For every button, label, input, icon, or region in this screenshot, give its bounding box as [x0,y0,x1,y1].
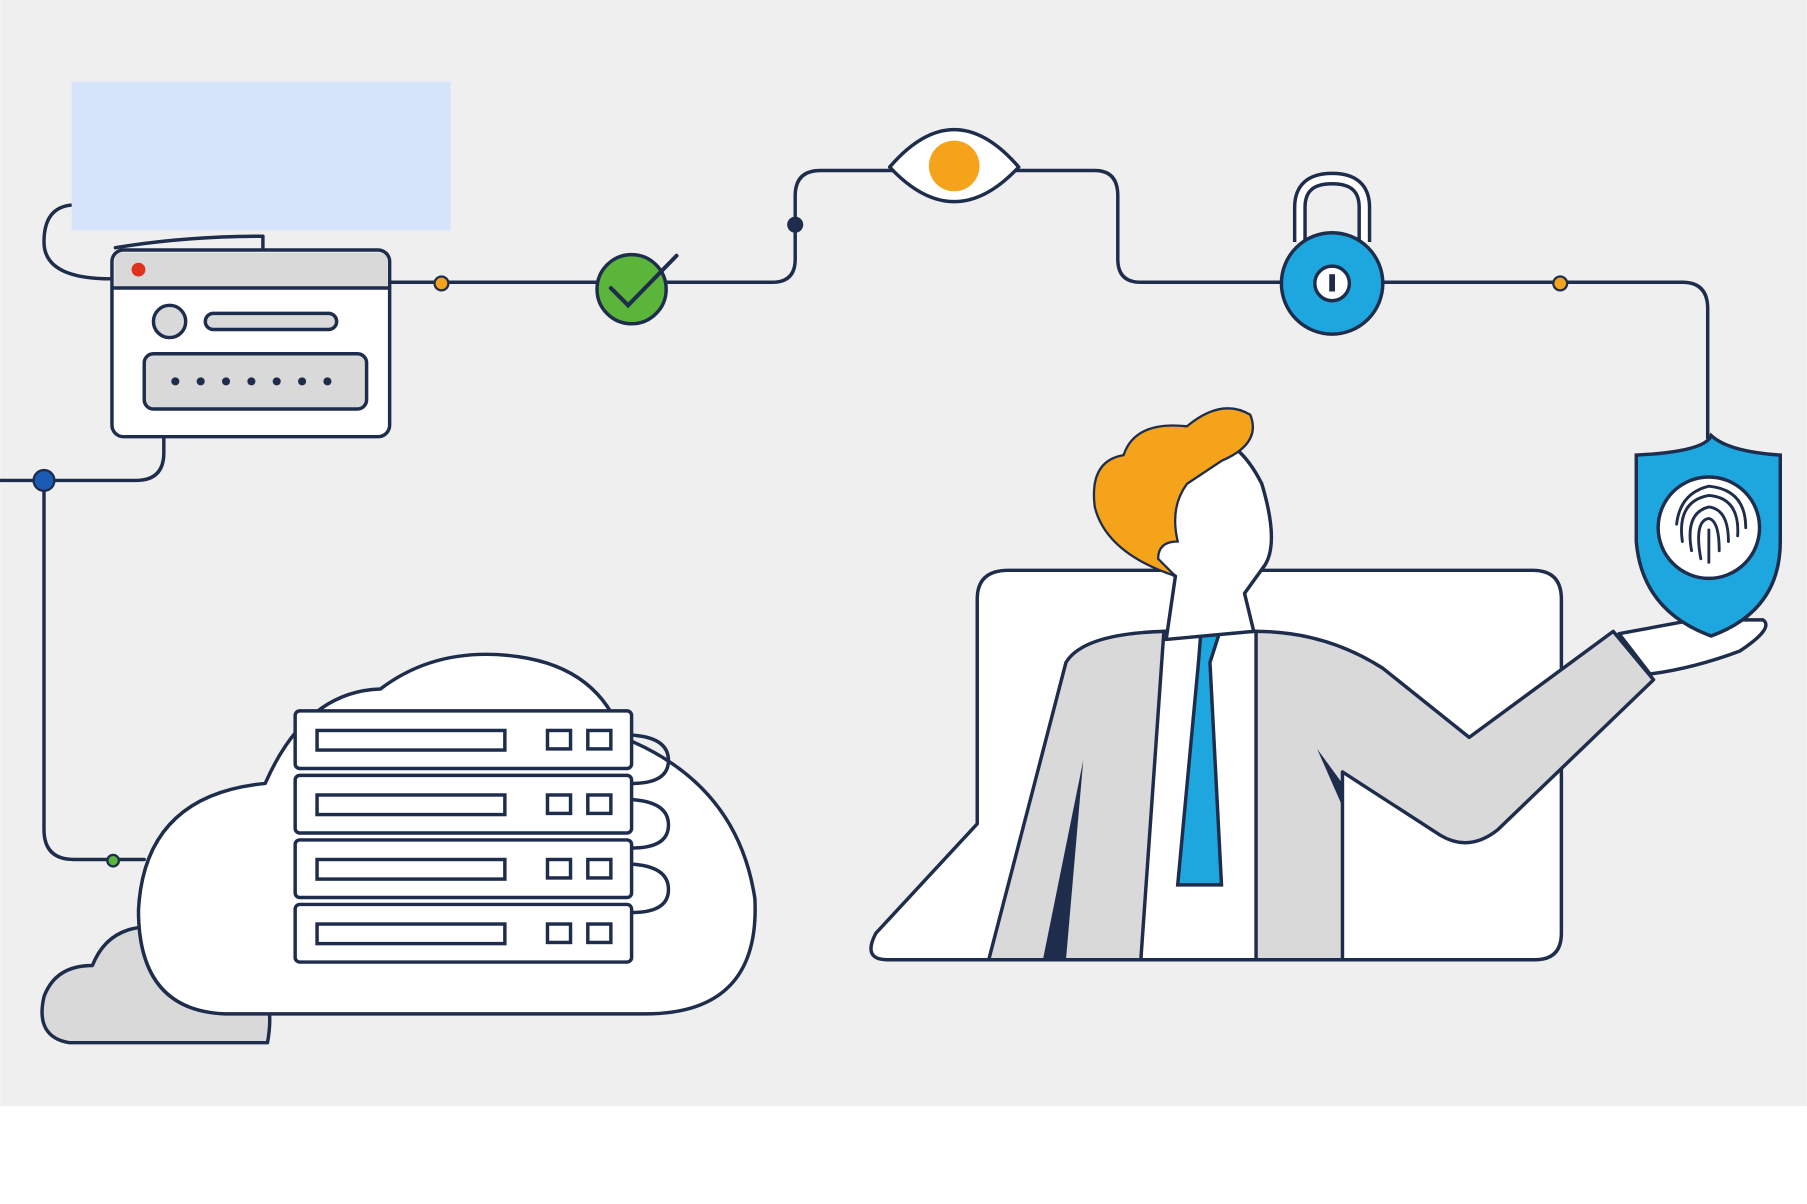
server-rack [293,709,671,964]
fingerprint-shield-icon [1634,432,1783,638]
avatar-placeholder [151,303,188,340]
wire-node-green [106,853,121,868]
username-field [203,311,339,332]
check-icon [595,252,679,326]
hair [1092,407,1255,578]
window-close-dot [131,262,146,277]
wire-node-dark [787,216,804,233]
wire-node-orange [433,275,450,292]
eye-icon [887,127,1021,204]
highlight-box [71,81,451,231]
wire-node-blue [32,468,56,492]
lock-icon [1279,171,1385,336]
person-figure [869,407,1768,962]
login-window [110,248,392,439]
password-dots [171,377,332,386]
wire-node-orange [1552,275,1569,292]
cloud-server [40,652,757,1045]
